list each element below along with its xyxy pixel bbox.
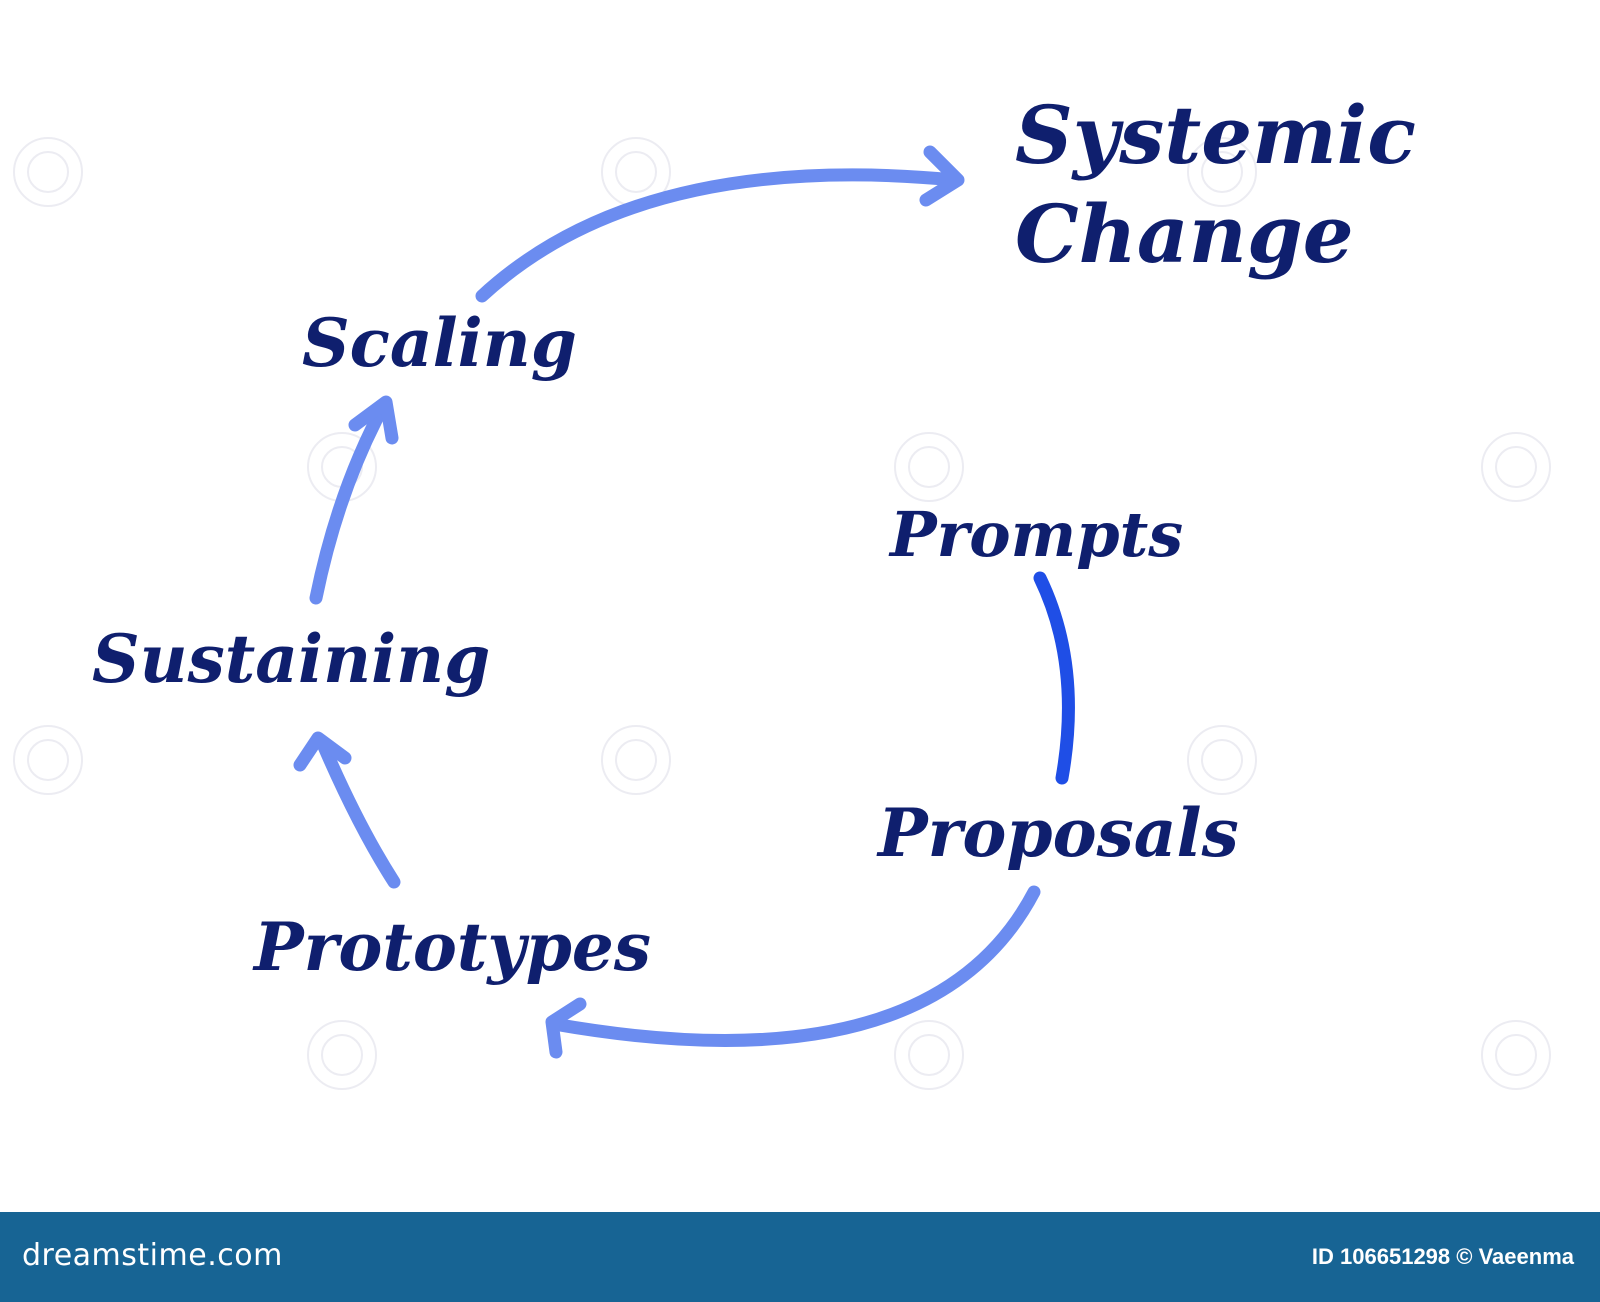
stage-label-prompts: Prompts [888,498,1183,571]
arrow-scaling-to-systemic-change [475,145,965,303]
arrow-sustaining-to-scaling [309,395,399,605]
stage-label-prototypes: Prototypes [252,908,651,986]
stock-footer-bar: dreamstime.com ID 106651298 © Vaeenma [0,1212,1600,1302]
stage-label-sustaining: Sustaining [92,620,490,698]
footer-image-id: ID 106651298 © Vaeenma [1311,1244,1574,1269]
stage-label-proposals: Proposals [876,794,1239,872]
connector-prompts-to-proposals [1033,571,1075,785]
goal-label-line1: Systemic [1015,88,1416,182]
arrow-proposals-to-prototypes [545,885,1041,1059]
goal-label-line2: Change [1015,187,1354,281]
arrow-prototypes-to-sustaining [293,731,401,889]
footer-brand-logo: dreamstime.com [22,1238,283,1273]
cycle-diagram: Systemic Change Scaling Prompts Sustaini… [13,88,1551,1090]
stage-label-scaling: Scaling [302,304,577,382]
watermark-pattern [13,137,1551,1090]
